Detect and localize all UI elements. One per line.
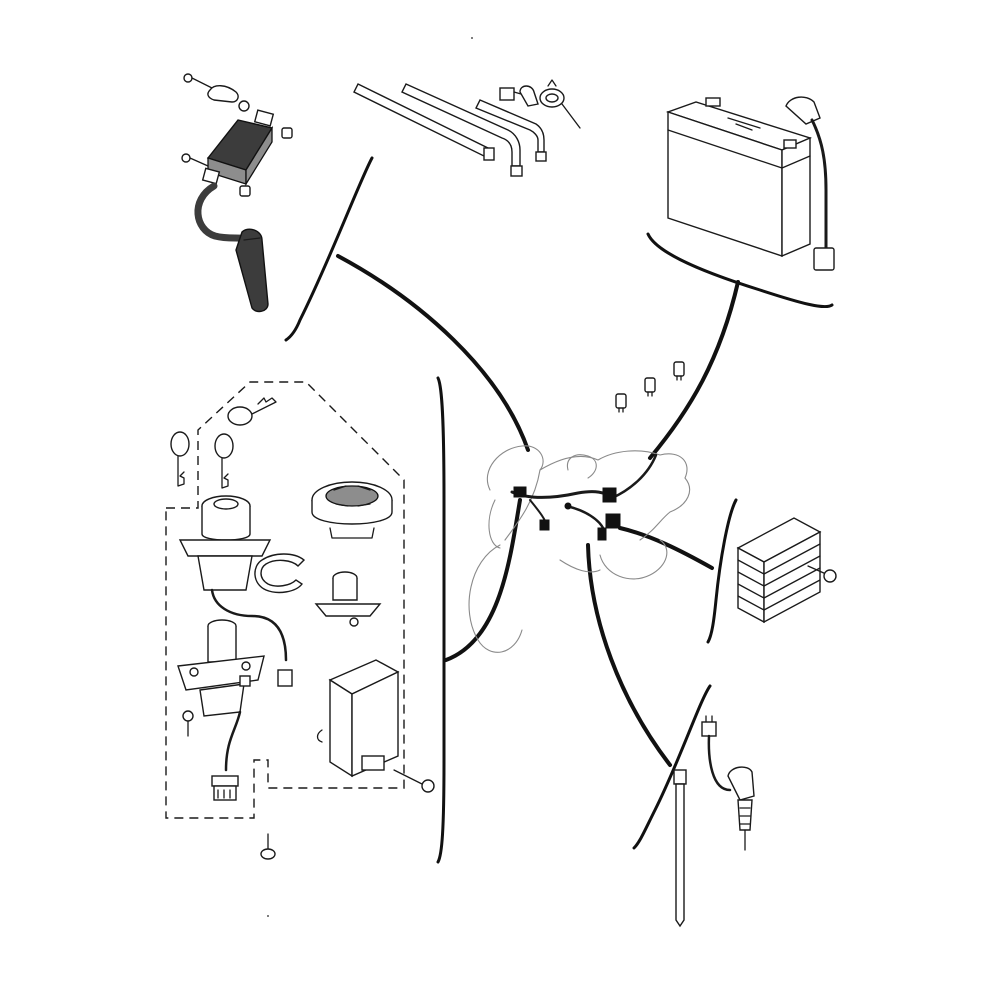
fuse-1 bbox=[615, 393, 627, 413]
mounting-bolt-icon bbox=[183, 73, 213, 89]
fuse-3 bbox=[673, 361, 685, 381]
key-2-icon bbox=[214, 433, 234, 489]
igniter-bolt-icon bbox=[393, 769, 435, 793]
harness-ground bbox=[564, 502, 572, 510]
fuses bbox=[615, 361, 685, 413]
fuel-cap-icon bbox=[311, 481, 393, 539]
bracket-regulator bbox=[706, 498, 738, 644]
tank-outline bbox=[566, 454, 597, 479]
cable-tie-short-icon bbox=[475, 99, 547, 162]
tail-outline bbox=[639, 477, 690, 541]
battery-lead-icon bbox=[785, 96, 835, 271]
switch-screw-icon bbox=[182, 710, 194, 737]
bracket-battery bbox=[646, 232, 834, 309]
sensor-switch-icon bbox=[727, 766, 755, 851]
harness-main-loom bbox=[510, 490, 614, 500]
steering-lock-lead bbox=[224, 710, 242, 772]
bracket-clamp-icon bbox=[207, 85, 250, 112]
lock-set-connector-icon bbox=[211, 775, 239, 801]
steering-lock-icon bbox=[177, 619, 265, 717]
igniter-unit-icon bbox=[316, 659, 400, 778]
harness-connector-2 bbox=[602, 487, 617, 503]
bracket-ignition-coil bbox=[284, 156, 374, 342]
leader-regulator bbox=[618, 526, 714, 570]
sensor-connector-icon bbox=[701, 715, 717, 737]
cable-tie-bent-icon bbox=[401, 83, 523, 177]
rear-wheel-outline bbox=[599, 539, 668, 580]
motorcycle-outline bbox=[468, 445, 690, 653]
rectifier-regulator-icon bbox=[736, 517, 822, 624]
lock-set-dashed-boundary bbox=[165, 381, 405, 819]
main-switch-icon bbox=[178, 495, 272, 591]
key-3-icon bbox=[227, 397, 277, 426]
wiring-harness bbox=[510, 453, 658, 541]
harness-connector-4 bbox=[597, 527, 607, 541]
snap-ring-icon bbox=[254, 553, 306, 594]
group-brackets bbox=[284, 156, 834, 864]
front-wheel-outline bbox=[468, 544, 523, 653]
harness-connector-3 bbox=[605, 513, 621, 529]
harness-branch-rear bbox=[610, 453, 658, 500]
battery-icon bbox=[665, 97, 813, 258]
harness-connector-5 bbox=[539, 519, 550, 531]
regulator-bolt-icon bbox=[807, 565, 837, 583]
leader-battery bbox=[648, 280, 740, 460]
battery-group bbox=[665, 96, 835, 271]
hose-clamp-icon bbox=[539, 79, 581, 129]
fork-outline bbox=[488, 499, 501, 549]
bracket-sensor bbox=[632, 684, 712, 850]
wire-clamp-icon bbox=[499, 85, 539, 107]
leader-lines bbox=[336, 254, 740, 767]
fuse-2 bbox=[644, 377, 656, 397]
stray-mark bbox=[267, 915, 269, 917]
regulator-group bbox=[736, 517, 837, 624]
stray-mark bbox=[471, 37, 473, 39]
seat-lock-icon bbox=[314, 571, 382, 627]
harness-branch-down bbox=[564, 504, 606, 532]
ignition-coil-icon bbox=[201, 109, 275, 187]
sensor-lead bbox=[707, 734, 732, 792]
bracket-lock-set bbox=[436, 376, 446, 864]
coil-bolt-icon bbox=[181, 153, 209, 167]
leader-sensor bbox=[586, 543, 672, 767]
harness-connector-1 bbox=[513, 486, 527, 498]
cable-ties-group bbox=[353, 79, 581, 177]
spark-plug-cap-icon bbox=[235, 228, 269, 313]
cable-tie-long-icon bbox=[353, 83, 495, 161]
leader-lock-set bbox=[444, 498, 522, 662]
fairing-outline bbox=[486, 445, 688, 491]
ignition-coil-group bbox=[181, 73, 293, 313]
lock-set-group bbox=[165, 381, 435, 860]
coil-nut-2-icon bbox=[239, 185, 251, 197]
coil-nut-icon bbox=[281, 127, 293, 139]
lower-bolt-icon bbox=[260, 833, 276, 860]
cable-tie-sensor-icon bbox=[673, 769, 687, 928]
sensor-group bbox=[673, 715, 755, 928]
main-switch-connector-icon bbox=[277, 669, 293, 687]
key-1-icon bbox=[170, 431, 190, 487]
leader-ignition-coil bbox=[336, 254, 530, 452]
main-switch-lead bbox=[210, 588, 288, 662]
frame-outline bbox=[504, 469, 601, 573]
